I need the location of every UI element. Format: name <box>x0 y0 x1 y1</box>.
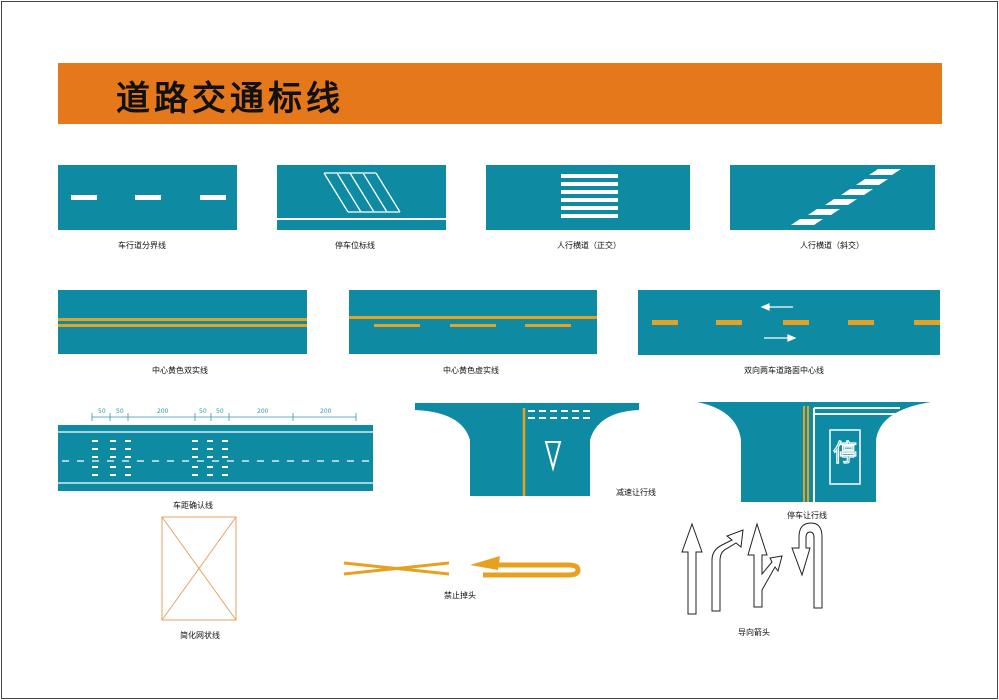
zebra-stripe <box>561 214 618 218</box>
center-dashed-solid-panel <box>349 290 597 354</box>
dim-label: 200 <box>257 408 269 415</box>
caption-stop-yield-line: 停车让行线 <box>787 511 827 520</box>
page-title: 道路交通标线 <box>116 79 344 119</box>
zebra-stripe <box>561 190 618 194</box>
title-banner: 道路交通标线 <box>58 63 942 124</box>
yellow-dash <box>450 324 496 327</box>
caption-crosswalk-oblique: 人行横道（斜交） <box>800 241 864 250</box>
dim-label: 50 <box>98 408 106 415</box>
caption-parking-line: 停车位标线 <box>335 241 375 250</box>
white-dash <box>71 195 97 200</box>
yellow-line <box>58 324 307 327</box>
lane-divider-panel <box>58 165 237 230</box>
yellow-dash <box>525 324 571 327</box>
white-dash <box>135 195 161 200</box>
two-way-center-panel <box>638 290 940 355</box>
white-dash <box>200 195 226 200</box>
caption-yield-line: 减速让行线 <box>616 488 656 497</box>
zebra-stripe <box>561 174 618 178</box>
dim-label: 50 <box>199 408 207 415</box>
parking-stripes <box>277 172 446 220</box>
zebra-stripe <box>561 182 618 186</box>
crosswalk-straight-panel <box>486 165 690 230</box>
yellow-line <box>58 318 307 321</box>
caption-center-double-solid: 中心黄色双实线 <box>152 366 208 375</box>
center-double-solid-panel <box>58 290 307 354</box>
yellow-dash <box>374 324 420 327</box>
two-way-markings <box>652 303 940 342</box>
crosswalk-oblique-panel <box>730 165 935 230</box>
dim-label: 50 <box>116 408 124 415</box>
parking-line-panel <box>277 165 446 230</box>
caption-two-way-center: 双向两车道路面中心线 <box>744 366 824 375</box>
zebra-stripe <box>561 206 618 210</box>
yellow-solid <box>349 316 597 319</box>
caption-distance-confirm: 车距确认线 <box>173 501 213 510</box>
caption-grid-line: 简化网状线 <box>180 631 220 640</box>
stop-text: 停 <box>832 438 857 467</box>
dim-label: 50 <box>216 408 224 415</box>
caption-guide-arrow: 导向箭头 <box>738 628 770 637</box>
zebra-stripe <box>561 198 618 202</box>
caption-center-dashed-solid: 中心黄色虚实线 <box>443 366 499 375</box>
caption-crosswalk-straight: 人行横道（正交） <box>557 241 621 250</box>
caption-lane-divider: 车行道分界线 <box>118 241 166 250</box>
oblique-zebra <box>791 169 901 225</box>
caption-no-u-turn: 禁止掉头 <box>444 591 476 600</box>
dim-label: 200 <box>157 408 169 415</box>
dim-label: 200 <box>320 408 332 415</box>
